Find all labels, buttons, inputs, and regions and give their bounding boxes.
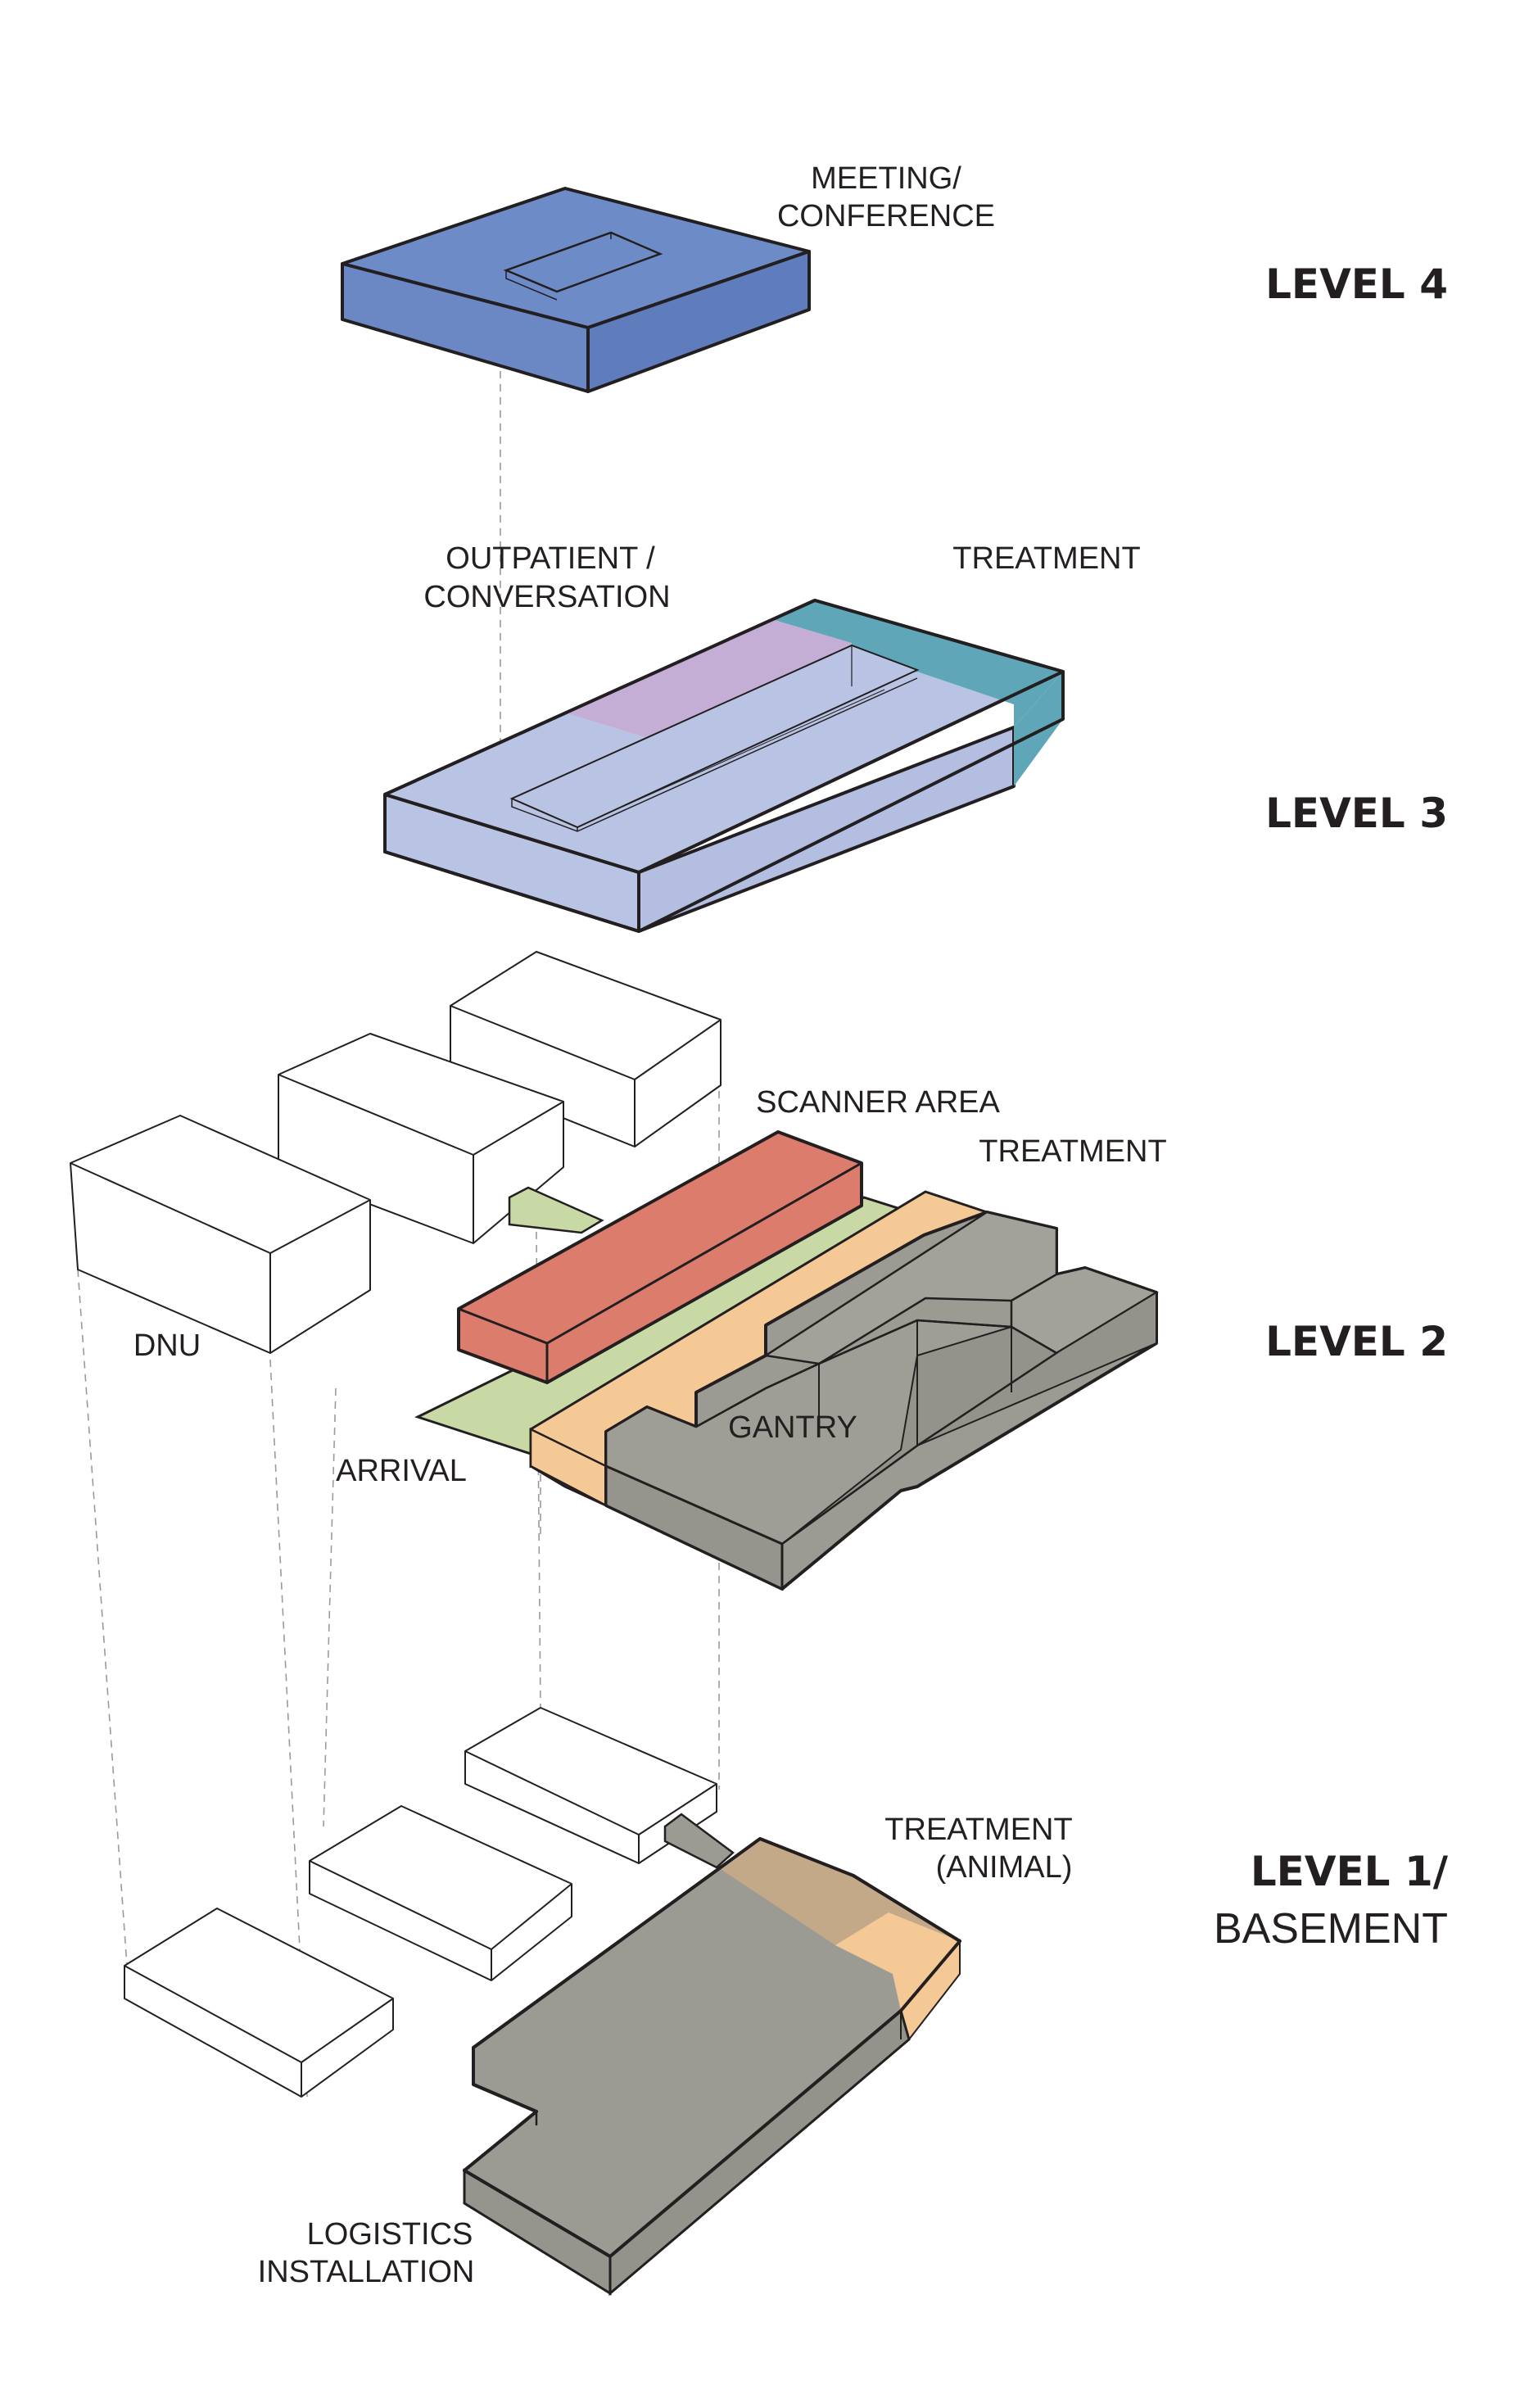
level3-courtyard-top xyxy=(509,644,920,829)
gantry-label: GANTRY xyxy=(728,1410,857,1445)
treatment-label-level3: TREATMENT xyxy=(952,541,1140,576)
level4-title: LEVEL 4 xyxy=(1265,260,1448,308)
level2-program xyxy=(414,1130,1159,1591)
logistics-label-line1: LOGISTICS xyxy=(307,2217,473,2252)
animal-orange-zone xyxy=(835,1912,960,2011)
level1-title: LEVEL 1/ xyxy=(1251,1848,1449,1895)
basement-plate-1 xyxy=(124,1908,394,2098)
level-titles: LEVEL 4 LEVEL 3 LEVEL 2 LEVEL 1/ BASEMEN… xyxy=(1214,260,1449,1953)
treatment-animal-label-line1: TREATMENT xyxy=(884,1813,1072,1847)
treatment-label-level2: TREATMENT xyxy=(979,1134,1166,1169)
arrival-connector xyxy=(508,1186,604,1234)
level3-outpatient-block xyxy=(383,599,1065,933)
meeting-label-line1: MEETING/ xyxy=(811,161,961,196)
meeting-label-line2: CONFERENCE xyxy=(777,199,995,233)
level4-meeting-block xyxy=(341,187,811,393)
treatment-teal-zone xyxy=(775,600,1063,727)
treatment-grey-massing xyxy=(604,1211,1159,1591)
meeting-block-right-face xyxy=(586,250,811,393)
level3-right-face-teal xyxy=(1014,672,1063,786)
conversation-zone xyxy=(565,620,852,778)
outpatient-label-line2: CONVERSATION xyxy=(423,580,670,614)
program-labels: MEETING/ CONFERENCE OUTPATIENT / CONVERS… xyxy=(133,161,1167,2289)
outpatient-label-line1: OUTPATIENT / xyxy=(446,541,655,576)
dnu-label: DNU xyxy=(133,1328,201,1363)
basement-connector xyxy=(663,1813,735,1869)
meeting-courtyard-opening xyxy=(503,231,663,293)
level3-title: LEVEL 3 xyxy=(1265,790,1448,837)
basement-title: BASEMENT xyxy=(1214,1905,1448,1953)
logistics-label-line2: INSTALLATION xyxy=(258,2255,475,2289)
level2-title: LEVEL 2 xyxy=(1265,1318,1448,1365)
level2-dnu-boxes xyxy=(70,951,722,1354)
level1-basement-block xyxy=(463,1813,961,2297)
arrival-label: ARRIVAL xyxy=(336,1454,467,1488)
dnu-box-1 xyxy=(70,1115,371,1354)
treatment-animal-label-line2: (ANIMAL) xyxy=(936,1850,1073,1885)
basement-plate-3 xyxy=(464,1707,717,1864)
basement-plate-2 xyxy=(309,1805,572,1981)
scanner-area-block xyxy=(457,1130,863,1384)
level1-white-plates xyxy=(124,1707,717,2098)
scanner-area-label: SCANNER AREA xyxy=(756,1085,1000,1120)
